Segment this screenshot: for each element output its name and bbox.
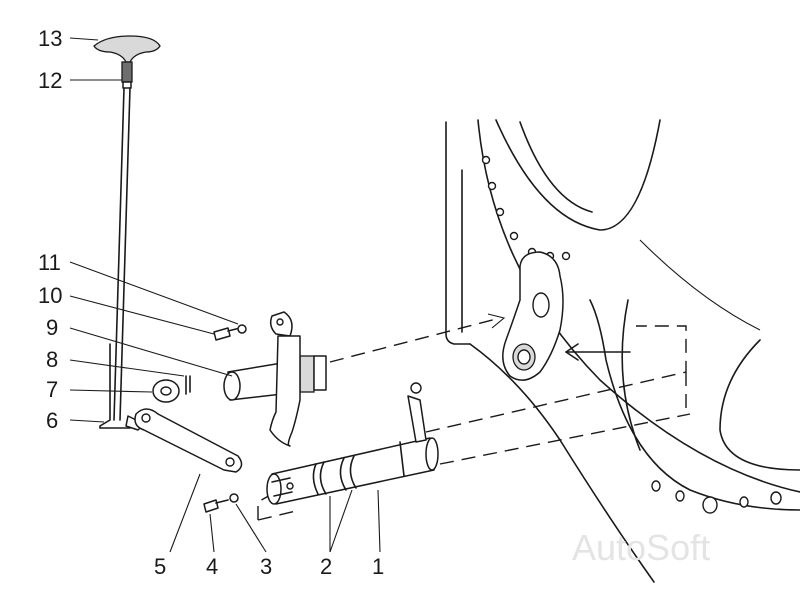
rod-sleeve	[121, 61, 133, 89]
selector-shaft	[266, 382, 439, 505]
transmission-housing	[445, 119, 800, 583]
callout-3: 3	[260, 554, 272, 579]
leader-lines	[69, 37, 381, 553]
watermark: AutoSoft	[572, 527, 710, 568]
callout-8: 8	[46, 347, 58, 372]
callout-2: 2	[320, 554, 332, 579]
bolt-upper	[213, 327, 241, 341]
washer-lower	[229, 493, 239, 503]
callout-6: 6	[46, 408, 58, 433]
shift-fork-shaft	[223, 311, 327, 447]
cotter-pin	[185, 375, 191, 395]
washer-upper	[237, 324, 247, 334]
callout-1: 1	[372, 554, 384, 579]
callout-11: 11	[38, 250, 61, 275]
o-rings	[312, 455, 357, 495]
linkage-lever	[134, 408, 243, 473]
callout-12: 12	[38, 68, 62, 93]
callout-9: 9	[46, 315, 58, 340]
callout-7: 7	[46, 377, 58, 402]
callout-10: 10	[38, 283, 62, 308]
bolt-lower	[203, 499, 229, 513]
t-handle-knob	[93, 35, 161, 63]
washer	[152, 379, 180, 403]
callout-5: 5	[154, 554, 166, 579]
shift-rod	[99, 87, 131, 429]
callout-4: 4	[206, 554, 218, 579]
callout-13: 13	[38, 26, 62, 51]
callout-labels: 13 12 11 10 9 8 7 6 5 4 3 2 1	[38, 26, 384, 579]
